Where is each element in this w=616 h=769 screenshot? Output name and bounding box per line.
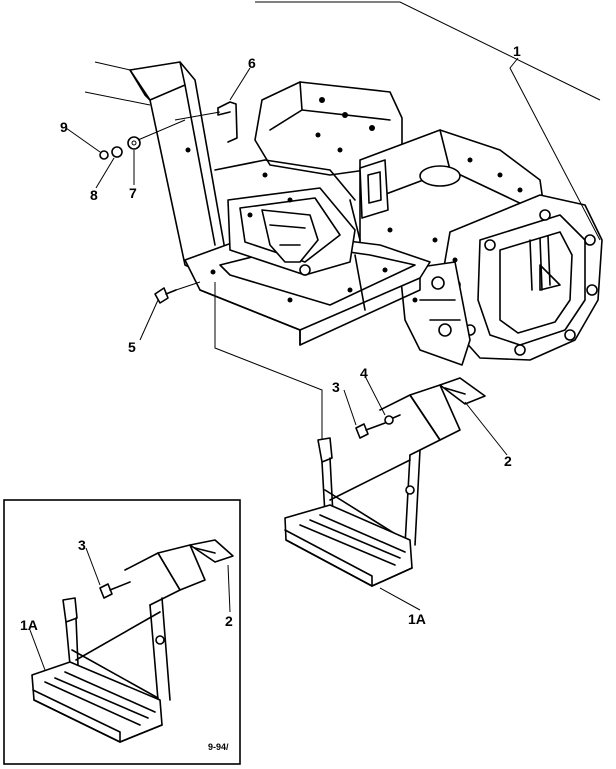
inset-callout-1a: 1A — [20, 617, 38, 633]
callout-5: 5 — [128, 339, 136, 355]
step-assembly-main — [284, 377, 486, 587]
inset-callout-2: 2 — [225, 613, 233, 629]
assembly-line — [214, 282, 323, 440]
callout-labels: 1 2 3 4 5 6 7 8 9 1A 3 2 1A 9-94/ — [20, 43, 521, 752]
part-2-plate — [439, 377, 486, 405]
inset-panel — [3, 499, 241, 765]
callout-7: 7 — [129, 185, 137, 201]
mounting-bracket — [129, 61, 431, 346]
callout-2: 2 — [504, 453, 512, 469]
callout-1: 1 — [513, 43, 521, 59]
callout-1a: 1A — [408, 611, 426, 627]
part-4-nut — [384, 415, 394, 425]
leader-lines — [29, 57, 601, 671]
transmission-housing — [254, 81, 603, 366]
part-7-washer — [127, 136, 141, 150]
callout-3: 3 — [332, 379, 340, 395]
frame-lines — [84, 1, 601, 121]
part-5-bolt — [154, 281, 201, 304]
inset-callout-3: 3 — [78, 537, 86, 553]
part-6-handle — [217, 101, 238, 143]
callout-4: 4 — [360, 365, 368, 381]
part-9-nut — [99, 150, 109, 160]
callout-8: 8 — [90, 187, 98, 203]
part-3-bolt — [355, 423, 369, 439]
main-fasteners — [355, 414, 401, 439]
callout-6: 6 — [248, 55, 256, 71]
part-8-lockwasher — [111, 146, 123, 158]
callout-9: 9 — [60, 119, 68, 135]
figure-code: 9-94/ — [208, 742, 229, 752]
hardware-stack — [99, 119, 186, 160]
